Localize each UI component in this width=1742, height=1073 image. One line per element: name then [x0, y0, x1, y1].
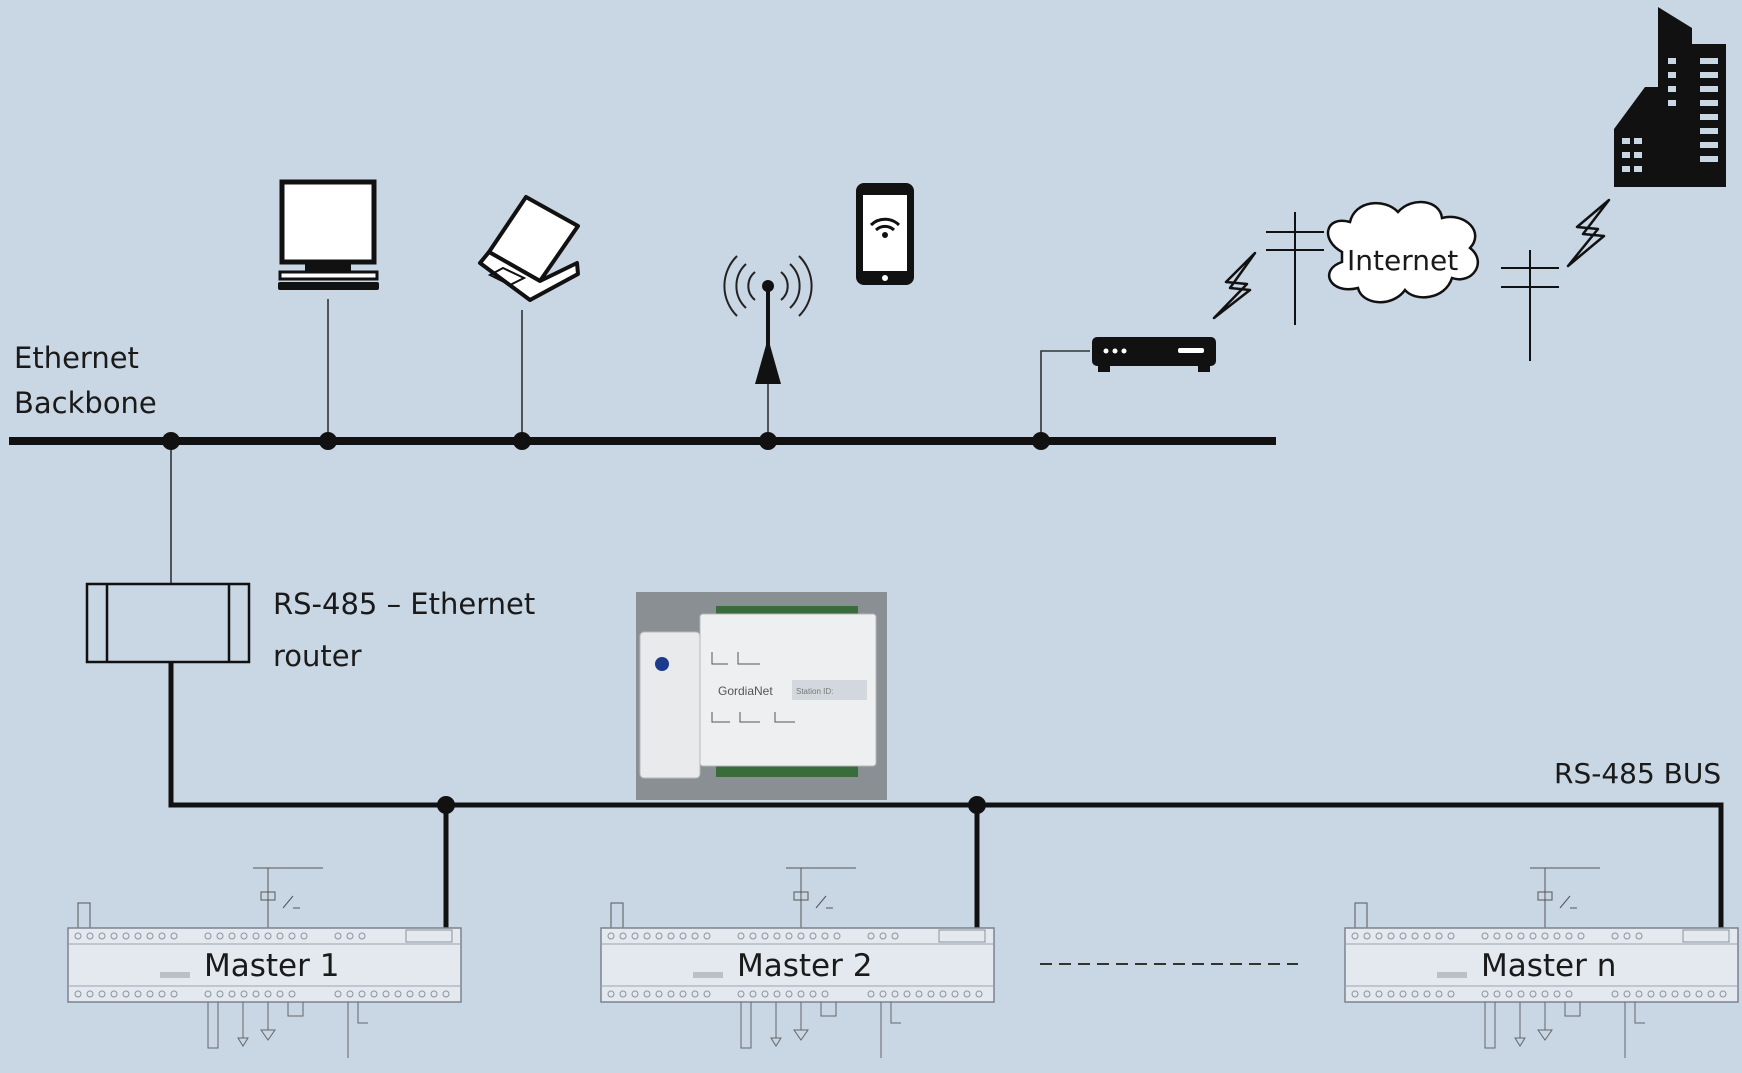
modem-icon [1092, 337, 1216, 372]
building-icon [1614, 7, 1726, 187]
router-label-line2: router [273, 639, 362, 673]
ethernet-backbone-label-line1: Ethernet [14, 341, 139, 375]
rs485-bus-line [168, 662, 1724, 928]
cloud-icon [1326, 200, 1480, 304]
lightning-icon [1212, 251, 1257, 320]
device-photo: GordiaNet Station ID: [636, 592, 887, 800]
ethernet-backbone-label-line2: Backbone [14, 386, 157, 420]
router-label-line1: RS-485 – Ethernet [273, 587, 536, 621]
desktop-computer-icon [278, 179, 379, 290]
rs485-bus-label: RS-485 BUS [1554, 757, 1722, 790]
laptop-icon [478, 195, 580, 302]
rs485-ethernet-router-icon [85, 582, 251, 664]
master-2-label: Master 2 [737, 948, 873, 984]
device-brand-text: GordiaNet [718, 684, 773, 698]
wireless-antenna-icon [723, 255, 813, 384]
bus-junctions [437, 796, 986, 814]
utility-pole-icon [1501, 250, 1559, 361]
master-n-label: Master n [1481, 948, 1617, 984]
ethernet-backbone-label: Ethernet Backbone [14, 336, 157, 426]
smartphone-icon [856, 183, 914, 285]
device-station-text: Station ID: [796, 687, 833, 696]
master-1-label: Master 1 [204, 948, 340, 984]
lightning-icon [1566, 198, 1611, 268]
utility-pole-icon [1266, 212, 1324, 325]
internet-label: Internet [1347, 244, 1459, 277]
backbone-drops [170, 299, 1090, 584]
router-label: RS-485 – Ethernet router [273, 578, 535, 682]
backbone-junctions [162, 432, 1050, 450]
